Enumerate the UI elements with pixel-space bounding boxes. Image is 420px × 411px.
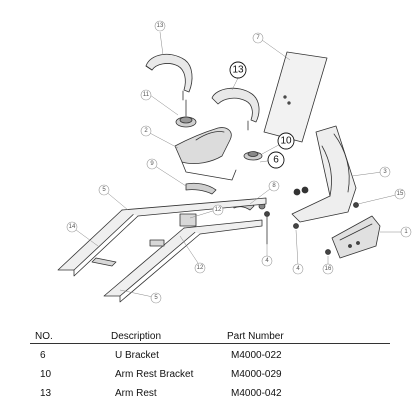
callout-15: 15	[394, 188, 406, 200]
row-part-number: M4000-042	[231, 388, 282, 399]
callout-6: 6	[267, 151, 285, 169]
row-part-number: M4000-022	[231, 350, 282, 361]
curved-frame-part	[291, 125, 357, 223]
callout-circle	[212, 204, 224, 216]
row-no: 13	[40, 388, 52, 399]
row-description: Arm Rest Bracket	[115, 369, 194, 380]
callout-circle	[394, 188, 406, 200]
callout-13: 13	[229, 61, 247, 79]
callout-circle	[229, 61, 247, 79]
arm-rest-bracket-part	[175, 99, 197, 128]
callout-circle	[66, 221, 78, 233]
callout-4: 4	[292, 263, 304, 275]
callout-circle	[146, 158, 158, 170]
callout-circle	[140, 89, 152, 101]
table-row: 6 U Bracket M4000-022	[30, 344, 390, 363]
callout-12: 12	[194, 262, 206, 274]
back-panel-part	[263, 51, 328, 143]
row-description: Arm Rest	[115, 388, 157, 399]
callout-label: 10	[280, 136, 292, 147]
lever-part	[185, 182, 217, 195]
callout-5: 5	[98, 184, 110, 196]
callout-11: 11	[140, 89, 152, 101]
callout-circle	[267, 151, 285, 169]
table-row: 10 Arm Rest Bracket M4000-029	[30, 363, 390, 382]
callout-label: 15	[397, 191, 404, 197]
bracket-1-part	[331, 215, 381, 259]
bolt-part	[264, 202, 359, 255]
bracket-10-part	[243, 151, 263, 161]
callout-label: 1	[404, 229, 408, 235]
callout-9: 9	[146, 158, 158, 170]
arm-rest-part-2	[211, 87, 260, 131]
callout-label: 6	[273, 155, 279, 166]
callout-label: 5	[102, 187, 106, 193]
parts-table-header: NO. Description Part Number	[30, 331, 390, 344]
callout-5: 5	[150, 292, 162, 304]
callout-label: 12	[215, 207, 222, 213]
header-part-number: Part Number	[227, 331, 284, 342]
callout-7: 7	[252, 32, 264, 44]
callout-circle	[322, 263, 334, 275]
callout-label: 7	[256, 35, 260, 41]
base-frame-part	[57, 197, 267, 303]
callout-13: 13	[154, 20, 166, 32]
callout-circle	[252, 32, 264, 44]
callout-16: 16	[322, 263, 334, 275]
callout-circle	[400, 226, 412, 238]
callout-circle	[379, 166, 391, 178]
row-no: 6	[40, 350, 46, 361]
callout-label: 9	[150, 161, 154, 167]
callout-label: 5	[154, 295, 158, 301]
callout-label: 16	[325, 266, 332, 272]
callout-circle	[277, 132, 295, 150]
callout-circle	[150, 292, 162, 304]
callout-label: 14	[69, 224, 76, 230]
callout-label: 2	[144, 128, 148, 134]
callout-label: 8	[272, 183, 276, 189]
callout-circle	[268, 180, 280, 192]
callout-14: 14	[66, 221, 78, 233]
arm-rest-part	[145, 53, 193, 101]
table-row: 13 Arm Rest M4000-042	[30, 382, 390, 401]
callout-circle	[154, 20, 166, 32]
callout-4: 4	[261, 255, 273, 267]
callout-10: 10	[277, 132, 295, 150]
callout-label: 13	[232, 65, 244, 76]
callout-circle	[261, 255, 273, 267]
row-part-number: M4000-029	[231, 369, 282, 380]
callout-circle	[194, 262, 206, 274]
header-no: NO.	[35, 331, 53, 342]
callout-12: 12	[212, 204, 224, 216]
seat-bracket-part	[174, 127, 237, 181]
callout-label: 11	[143, 92, 150, 98]
callout-2: 2	[140, 125, 152, 137]
parts-table: NO. Description Part Number 6 U Bracket …	[30, 331, 390, 401]
callout-label: 13	[157, 23, 164, 29]
callout-circle	[292, 263, 304, 275]
row-description: U Bracket	[115, 350, 159, 361]
callout-label: 12	[197, 265, 204, 271]
callout-8: 8	[268, 180, 280, 192]
row-no: 10	[40, 369, 52, 380]
callout-label: 4	[296, 266, 300, 272]
callout-label: 3	[383, 169, 387, 175]
callout-circle	[140, 125, 152, 137]
header-description: Description	[111, 331, 162, 342]
callout-3: 3	[379, 166, 391, 178]
callout-circle	[98, 184, 110, 196]
callout-1: 1	[400, 226, 412, 238]
callout-label: 4	[265, 258, 269, 264]
